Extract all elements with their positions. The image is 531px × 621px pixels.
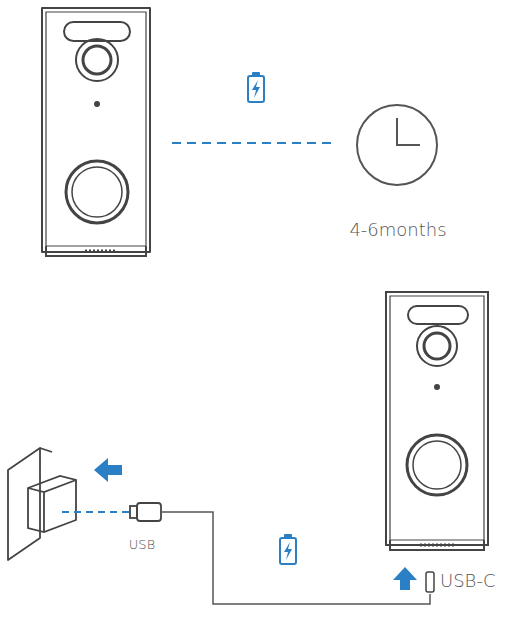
battery-icon bbox=[280, 534, 296, 564]
wall-outlet bbox=[8, 448, 76, 560]
doorbell-bottom bbox=[386, 292, 488, 550]
cable bbox=[161, 512, 430, 604]
insert-arrow bbox=[393, 567, 417, 590]
clock-icon bbox=[357, 105, 437, 185]
connector-label: USB-C bbox=[440, 571, 495, 591]
dashed-line bbox=[172, 142, 337, 144]
usb-plug bbox=[130, 503, 161, 521]
plug-in-arrow bbox=[94, 458, 122, 482]
usb-c-plug bbox=[426, 572, 434, 592]
battery-icon bbox=[248, 72, 264, 102]
doorbell-top bbox=[42, 8, 150, 256]
connector-label: USB bbox=[129, 538, 155, 552]
duration-label: 4-6months bbox=[349, 220, 446, 240]
dashed-line bbox=[62, 511, 130, 513]
